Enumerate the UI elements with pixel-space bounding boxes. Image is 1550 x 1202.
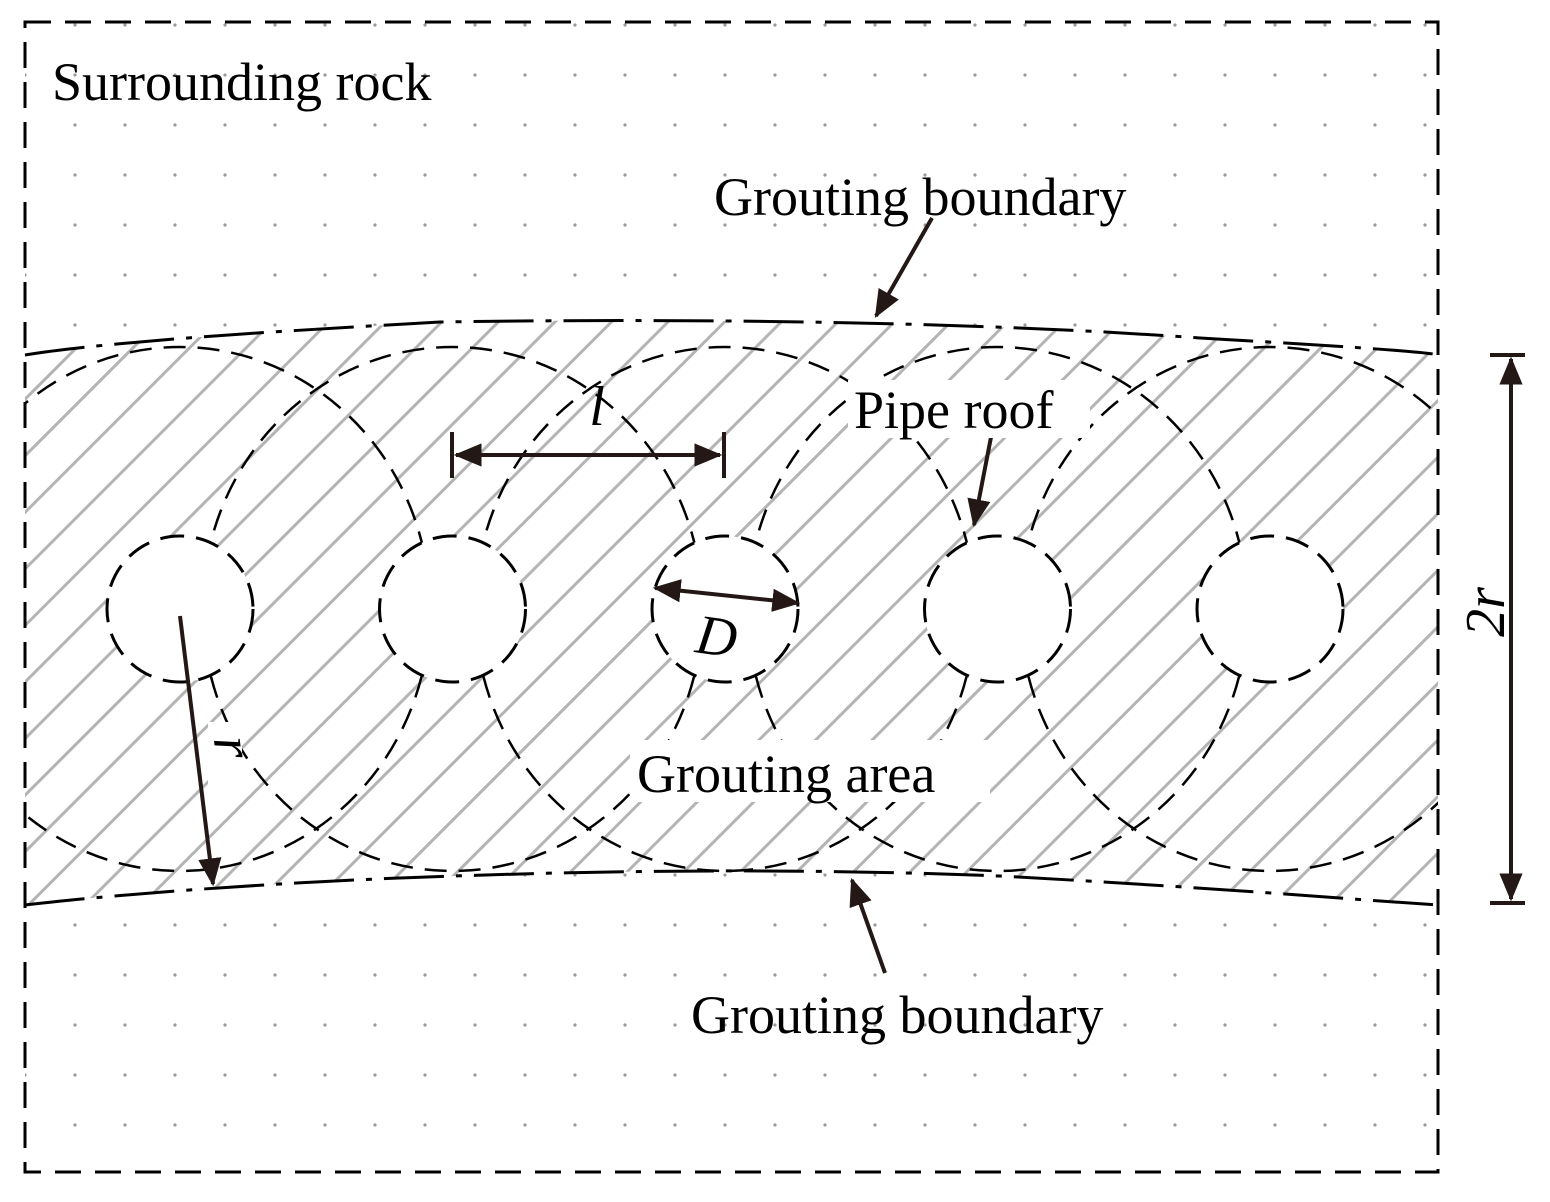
thickness-dimension	[1490, 353, 1525, 905]
pipe-roof-label: Pipe roof	[854, 380, 1053, 440]
grouting-boundary-bottom-label: Grouting boundary	[691, 985, 1103, 1045]
surrounding-rock-label: Surrounding rock	[52, 52, 431, 112]
grouting-boundary-top-label: Grouting boundary	[714, 167, 1126, 227]
grout-envelope-5	[1018, 345, 1438, 873]
pipe-circle-5	[1195, 534, 1345, 684]
radius-arrow	[178, 615, 222, 887]
spacing-symbol: l	[589, 376, 605, 438]
grouting-area-label-mask	[630, 740, 990, 802]
pipe-circle-2	[378, 534, 527, 684]
thickness-symbol: 2r	[1455, 587, 1517, 637]
grouting-boundary-top-line	[24, 319, 1439, 357]
pipe-roof-leader	[967, 431, 994, 528]
diameter-arrow	[652, 579, 801, 612]
grouting-area-label: Grouting area	[637, 744, 935, 804]
grouting-boundary-bottom-leader	[849, 877, 887, 974]
pipe-circle-4	[923, 534, 1072, 684]
pipe-roof-label-mask	[848, 380, 1090, 438]
grouting-boundary-top-leader	[874, 217, 934, 319]
diameter-symbol: D	[691, 603, 741, 670]
pipe-circle-1	[105, 534, 255, 684]
pipe-roof-row	[105, 534, 1345, 684]
spacing-dimension	[450, 432, 726, 478]
radius-label-mask	[208, 722, 242, 784]
